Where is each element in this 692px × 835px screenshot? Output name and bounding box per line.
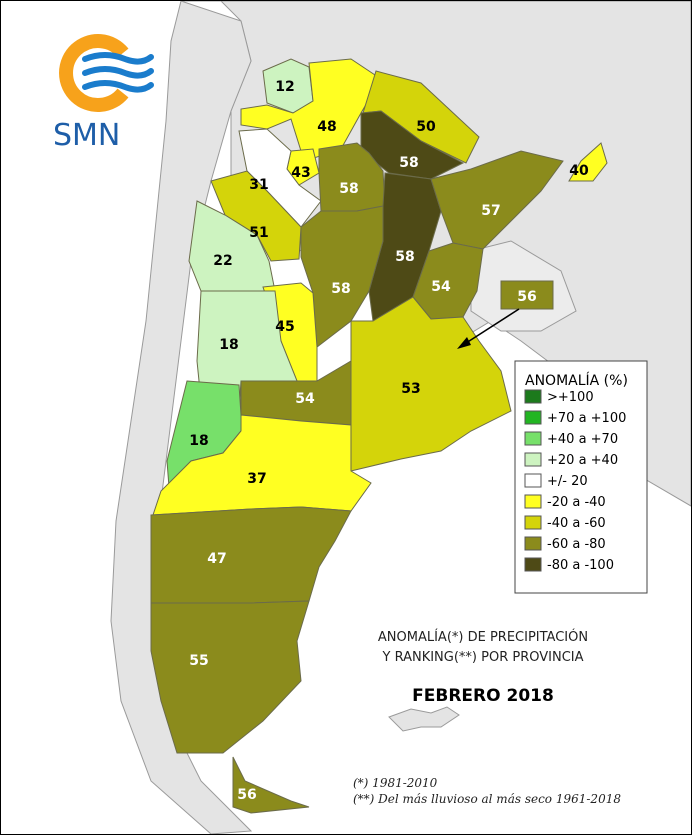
legend-items: >+100 +70 a +100 +40 a +70 +20 a +40 +/- 20 -… bbox=[524, 389, 626, 573]
caba-pointer-line bbox=[462, 308, 520, 346]
legend-label: >+100 bbox=[547, 390, 594, 405]
province-misiones[interactable] bbox=[568, 142, 608, 182]
legend-label: -60 a -80 bbox=[547, 537, 606, 552]
smn-logo-text: SMN bbox=[53, 118, 120, 153]
province-caba[interactable] bbox=[500, 280, 554, 310]
legend-swatch bbox=[524, 536, 542, 551]
province-santa-cruz[interactable] bbox=[150, 600, 310, 754]
rank-label-santiago-del-estero: 58 bbox=[339, 181, 358, 197]
legend: ANOMALÍA (%) >+100 +70 a +100 +40 a +70 +20… bbox=[514, 360, 648, 594]
legend-label: -80 a -100 bbox=[547, 558, 614, 573]
province-cordoba[interactable] bbox=[300, 205, 384, 348]
legend-label: +20 a +40 bbox=[547, 453, 618, 468]
rank-label-santa-cruz: 55 bbox=[189, 653, 208, 669]
rank-label-misiones: 40 bbox=[569, 163, 589, 179]
rank-label-santa-fe: 58 bbox=[395, 249, 414, 265]
legend-label: -20 a -40 bbox=[547, 495, 606, 510]
rank-label-cordoba: 58 bbox=[331, 281, 350, 297]
rank-label-formosa: 50 bbox=[416, 119, 436, 135]
rank-label-la-pampa: 54 bbox=[295, 391, 315, 407]
rank-label-buenos-aires: 53 bbox=[401, 381, 420, 397]
legend-title: ANOMALÍA (%) bbox=[525, 372, 628, 389]
rank-label-san-juan: 22 bbox=[213, 253, 232, 269]
malvinas-islands bbox=[388, 706, 460, 732]
legend-swatch bbox=[524, 389, 542, 404]
legend-label: +/- 20 bbox=[547, 474, 588, 489]
legend-swatch bbox=[524, 494, 542, 509]
legend-label: +40 a +70 bbox=[547, 432, 618, 447]
rank-label-rio-negro: 37 bbox=[247, 471, 266, 487]
legend-label: +70 a +100 bbox=[547, 411, 626, 426]
legend-swatch bbox=[524, 452, 542, 467]
rank-label-chubut: 47 bbox=[207, 551, 226, 567]
province-tierra-del-fuego[interactable] bbox=[232, 756, 310, 814]
footnote-2: (**) Del más lluvioso al más seco 1961-2… bbox=[353, 792, 621, 806]
legend-swatch bbox=[524, 515, 542, 530]
province-chubut[interactable] bbox=[150, 506, 352, 604]
rank-label-tucuman: 43 bbox=[291, 165, 310, 181]
caption-line-1: ANOMALÍA(*) DE PRECIPITACIÓN bbox=[378, 629, 588, 645]
legend-label: -40 a -60 bbox=[547, 516, 606, 531]
rank-label-mendoza: 18 bbox=[219, 337, 238, 353]
rank-label-san-luis: 45 bbox=[275, 319, 294, 335]
caption-date: FEBRERO 2018 bbox=[412, 686, 554, 706]
rank-label-salta: 48 bbox=[317, 119, 336, 135]
legend-swatch bbox=[524, 557, 542, 572]
neighbouring-land-west bbox=[110, 1, 253, 834]
province-corrientes[interactable] bbox=[430, 150, 564, 250]
rank-label-caba: 56 bbox=[517, 289, 536, 305]
rank-label-chaco: 58 bbox=[399, 155, 418, 171]
legend-swatch bbox=[524, 431, 542, 446]
rank-label-corrientes: 57 bbox=[481, 203, 500, 219]
smn-logo-wave-icon-2 bbox=[82, 66, 154, 79]
rank-label-neuquen: 18 bbox=[189, 433, 208, 449]
rank-label-tierra-del-fuego: 56 bbox=[237, 787, 256, 803]
smn-logo: SMN bbox=[53, 34, 154, 153]
rank-label-la-rioja: 51 bbox=[249, 225, 268, 241]
rank-label-catamarca: 31 bbox=[249, 177, 268, 193]
rank-label-jujuy: 12 bbox=[275, 79, 294, 95]
smn-logo-ring-icon bbox=[59, 34, 129, 112]
caba-pointer-arrowhead bbox=[457, 337, 471, 349]
smn-logo-wave-icon-3 bbox=[82, 80, 154, 93]
legend-swatch bbox=[524, 473, 542, 488]
footnote-1: (*) 1981-2010 bbox=[353, 776, 438, 790]
rank-label-entre-rios: 54 bbox=[431, 279, 451, 295]
caption-line-2: Y RANKING(**) POR PROVINCIA bbox=[382, 650, 584, 665]
smn-logo-wave-icon bbox=[82, 52, 154, 65]
legend-swatch bbox=[524, 410, 542, 425]
